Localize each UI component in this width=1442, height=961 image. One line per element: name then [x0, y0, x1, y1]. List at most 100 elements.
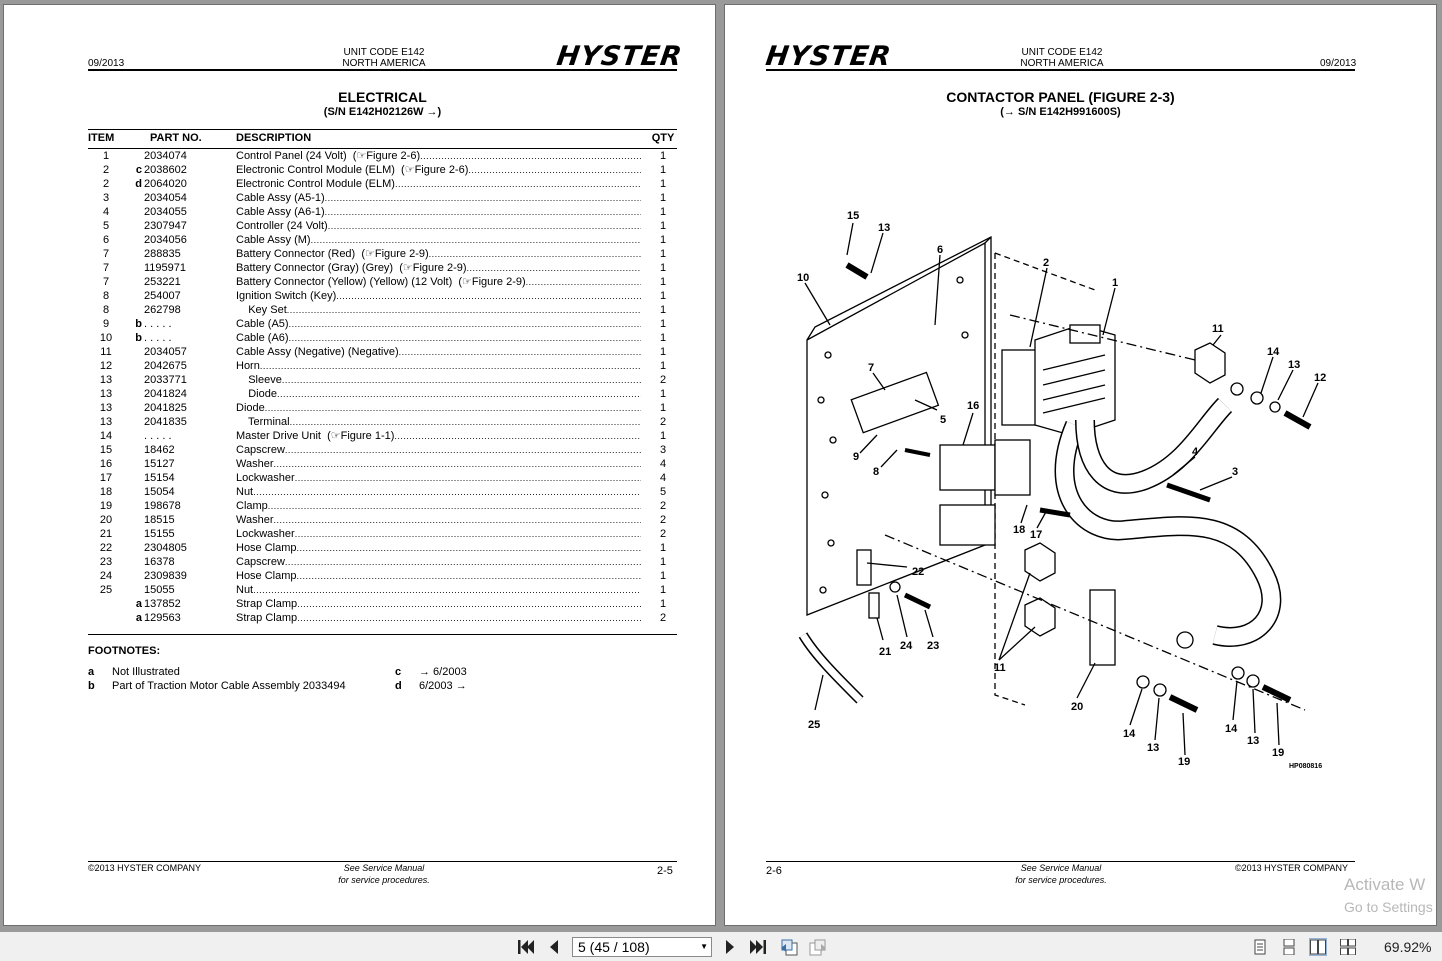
cell-item: 2 — [102, 164, 110, 176]
left-page: 09/2013 UNIT CODE E142 NORTH AMERICA HYS… — [3, 4, 716, 926]
cell-qty: 1 — [659, 164, 667, 176]
cell-desc: Clamp — [236, 499, 649, 513]
cell-part-number: 15127 — [144, 458, 175, 470]
cell-item: 7 — [102, 248, 110, 260]
cell-qty: 1 — [659, 178, 667, 190]
dot-leader — [399, 345, 641, 359]
cell-part: 2041824 — [124, 387, 236, 401]
footnote-key: a — [88, 666, 95, 678]
dot-leader — [277, 387, 641, 401]
dot-leader — [289, 331, 641, 345]
page-number-value: 5 (45 / 108) — [578, 939, 650, 955]
next-page-button[interactable] — [722, 938, 738, 956]
cell-qty: 1 — [659, 276, 667, 288]
callout: 6 — [937, 244, 943, 256]
cell-desc-text: Cable Assy (Negative) (Negative) — [236, 346, 399, 358]
prev-page-button[interactable] — [546, 938, 562, 956]
cell-item: 23 — [99, 556, 113, 568]
table-row: 2115155Lockwasher2 — [88, 527, 677, 541]
cell-part: b. . . . . — [124, 331, 236, 345]
panel-plate — [806, 241, 986, 616]
dot-leader — [297, 611, 641, 625]
cell-part: 253221 — [124, 275, 236, 289]
callout: 5 — [940, 414, 946, 426]
cell-desc-text: Strap Clamp — [236, 598, 298, 610]
dot-leader — [295, 527, 641, 541]
cell-part: 2042675 — [124, 359, 236, 373]
cell-item: 12 — [99, 360, 113, 372]
date-label: 09/2013 — [88, 58, 125, 69]
last-page-button[interactable] — [748, 938, 768, 956]
continuous-facing-view-button[interactable] — [1340, 938, 1356, 956]
cell-desc-text: Terminal — [236, 416, 290, 428]
cell-part: 262798 — [124, 303, 236, 317]
first-page-button[interactable] — [516, 938, 536, 956]
cell-desc: Battery Connector (Red) (☞Figure 2-9) — [236, 247, 649, 261]
table-row: 2018515Washer2 — [88, 513, 677, 527]
zoom-level[interactable]: 69.92% — [1384, 939, 1432, 955]
dot-leader — [274, 513, 642, 527]
cell-item: 18 — [99, 486, 113, 498]
cell-qty: 2 — [659, 612, 667, 624]
table-row: 132041825Diode1 — [88, 401, 677, 415]
continuous-view-button[interactable] — [1281, 938, 1297, 956]
callout: 11 — [994, 662, 1006, 674]
cell-desc: Controller (24 Volt) — [236, 219, 649, 233]
page-title: ELECTRICAL — [338, 89, 427, 105]
dot-leader — [429, 247, 641, 261]
cell-part: 288835 — [124, 247, 236, 261]
cell-desc: Lockwasher — [236, 471, 649, 485]
header-rule — [88, 69, 677, 71]
cell-item: 13 — [99, 402, 113, 414]
footnote-text: → 6/2003 — [419, 666, 467, 678]
copyright: ©2013 HYSTER COMPANY — [1235, 863, 1348, 873]
facing-view-button[interactable] — [1309, 938, 1327, 956]
cell-part: 15127 — [124, 457, 236, 471]
callout: 19 — [1178, 756, 1190, 768]
cell-part-number: . . . . . — [144, 318, 172, 330]
dot-leader — [285, 555, 641, 569]
dropdown-icon: ▼ — [700, 942, 708, 951]
callout: 23 — [927, 640, 939, 652]
cell-mark: b — [135, 318, 142, 330]
header-rule — [766, 69, 1355, 71]
cell-desc-text: Diode — [236, 402, 265, 414]
cell-item: 7 — [102, 276, 110, 288]
cell-desc-text: Cable (A5) — [236, 318, 289, 330]
callout: 25 — [808, 719, 820, 731]
table-row: 1518462Capscrew3 — [88, 443, 677, 457]
table-end-rule — [88, 634, 677, 635]
go-back-button[interactable] — [778, 938, 800, 956]
go-forward-button[interactable] — [807, 938, 829, 956]
table-row: 19198678Clamp2 — [88, 499, 677, 513]
cell-item: 13 — [99, 416, 113, 428]
callout: 21 — [879, 646, 891, 658]
cell-desc: Lockwasher — [236, 527, 649, 541]
dot-leader — [297, 541, 641, 555]
cell-part-number: 2033771 — [144, 374, 187, 386]
cell-part: b. . . . . — [124, 317, 236, 331]
cell-part-number: 1195971 — [144, 262, 187, 274]
cell-desc: Sleeve — [236, 373, 649, 387]
cell-qty: 1 — [659, 542, 667, 554]
cell-desc-text: Clamp — [236, 500, 268, 512]
cell-item: 4 — [102, 206, 110, 218]
callout: 22 — [912, 566, 924, 578]
cell-qty: 1 — [659, 262, 667, 274]
region: NORTH AMERICA — [1020, 58, 1104, 69]
page-number-field[interactable]: 5 (45 / 108) ▼ — [572, 937, 712, 957]
single-page-view-button[interactable] — [1252, 939, 1268, 955]
footer-rule — [766, 861, 1355, 862]
cell-item: 1 — [102, 150, 110, 162]
